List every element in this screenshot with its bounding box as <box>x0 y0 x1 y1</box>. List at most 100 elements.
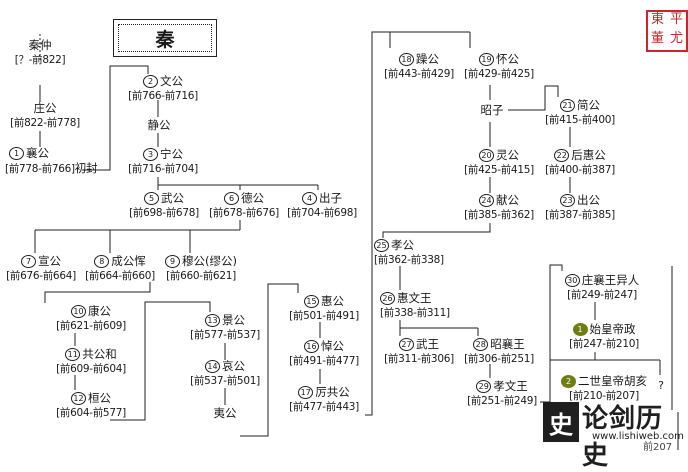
node-years: [前251-前249] <box>467 395 537 407</box>
node-years: [前425-前415] <box>464 164 534 176</box>
node-years: [前778-前766] <box>5 163 75 175</box>
seal-char: 東 <box>650 12 664 27</box>
reign-number-badge: 2 <box>143 75 158 88</box>
node-name: 惠公 <box>321 294 344 308</box>
unknown-successor-mark: ? <box>658 379 664 392</box>
node-years: [前577-前537] <box>190 329 260 341</box>
node-zhaozi: 昭子 <box>472 103 512 118</box>
node-name: 厉共公 <box>315 385 350 399</box>
node-years: [前698-前678] <box>129 207 199 219</box>
node-name: 文公 <box>160 74 183 88</box>
node-name: 后惠公 <box>571 148 606 162</box>
node-name: 宣公 <box>38 254 61 268</box>
node-years: [前621-前609] <box>56 320 126 332</box>
node-years: [前400-前387] <box>545 164 615 176</box>
node-years: [前537-前501] <box>190 375 260 387</box>
reign-number-badge: 17 <box>298 386 314 399</box>
node-yigong: 夷公 <box>203 406 247 421</box>
node-name: 哀公 <box>222 359 245 373</box>
node-name: 襄公 <box>26 146 49 160</box>
node-years: [前704-前698] <box>287 207 357 219</box>
node-years: [前429-前425] <box>464 68 534 80</box>
reign-number-badge: 8 <box>94 255 110 268</box>
node-years: [前676-前664] <box>6 270 76 282</box>
node-years: [前443-前429] <box>384 68 454 80</box>
node-years: [前210-前207] <box>569 390 639 402</box>
node-name: 简公 <box>577 98 600 112</box>
node-name: 灵公 <box>496 148 519 162</box>
reign-number-badge: 12 <box>71 392 86 405</box>
node-name: 孝文王 <box>493 379 528 393</box>
reign-number-badge: 22 <box>554 149 570 162</box>
title-frame: 秦 <box>113 19 217 57</box>
node-years: [前387-前385] <box>545 209 615 221</box>
reign-number-badge: 3 <box>143 148 158 161</box>
node-name: 庄襄王异人 <box>581 273 640 287</box>
node-years: [前362-前338] <box>374 254 444 266</box>
node-name: 武王 <box>416 337 439 351</box>
reign-number-badge: 18 <box>399 53 414 66</box>
node-years: [前660-前621] <box>166 270 236 282</box>
reign-number-badge: 29 <box>476 380 492 393</box>
node-name: 静公 <box>147 118 171 132</box>
node-name: 躁公 <box>416 52 439 66</box>
node-years: [前415-前400] <box>545 114 615 126</box>
node-name: 二世皇帝胡亥 <box>578 374 647 388</box>
node-name: 康公 <box>88 304 111 318</box>
reign-number-badge: 9 <box>165 255 180 268</box>
watermark-logo: 史 <box>543 402 579 442</box>
node-years: [前678-前676] <box>209 207 279 219</box>
node-name: 庄公 <box>33 101 57 115</box>
reign-number-badge: 19 <box>479 53 494 66</box>
node-years: [前311-前306] <box>384 353 454 365</box>
node-years: [前609-前604] <box>56 363 126 375</box>
node-years: [前338-前311] <box>380 307 450 319</box>
node-name: 孝公 <box>391 238 414 252</box>
node-jinggong-static: 静公 <box>138 118 180 133</box>
node-years: [前716-前704] <box>128 163 198 175</box>
reign-number-badge: 14 <box>205 360 220 373</box>
node-name: 夷公 <box>213 406 237 420</box>
node-name: 德公 <box>241 191 264 205</box>
reign-number-badge: 27 <box>399 338 414 351</box>
node-name: 始皇帝政 <box>589 322 636 336</box>
node-name: 共公和 <box>82 347 117 361</box>
reign-number-badge: 30 <box>564 274 580 287</box>
node-name: 献公 <box>496 193 519 207</box>
node-years: [前249-前247] <box>567 289 637 301</box>
node-name: 穆公(缪公) <box>182 254 237 268</box>
node-years: [前491-前477] <box>289 355 359 367</box>
node-years: [前247-前210] <box>569 338 639 350</box>
emperor-number-badge: 2 <box>561 375 576 388</box>
node-qinzhong: 秦仲 [？-前822] <box>8 38 72 68</box>
node-years: [前822-前778] <box>10 117 80 129</box>
reign-number-badge: 16 <box>304 340 319 353</box>
reign-number-badge: 26 <box>380 292 395 305</box>
